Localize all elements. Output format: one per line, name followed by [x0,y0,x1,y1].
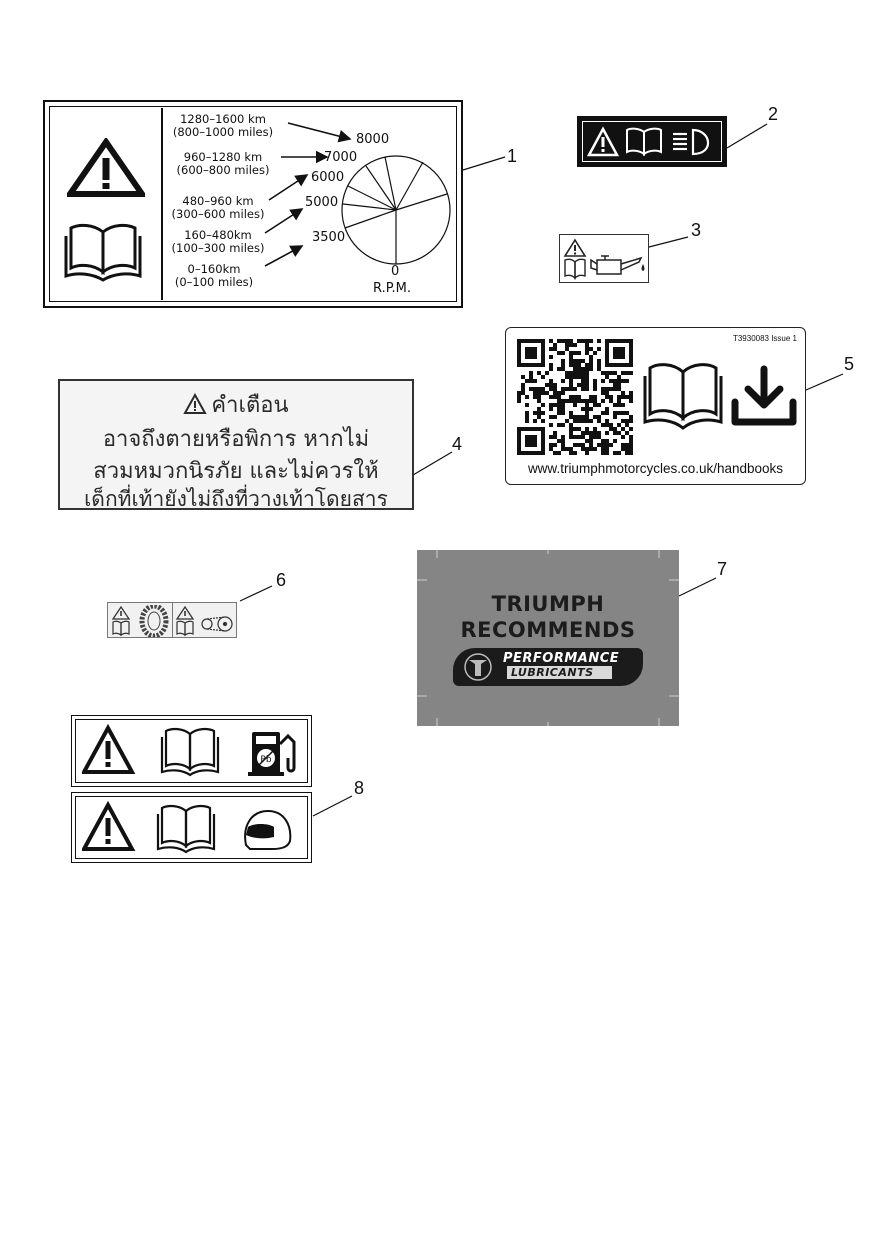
callout-7: 7 [717,559,728,579]
qr-code-icon [517,339,633,455]
label-fuel-icons: Pb [82,724,296,777]
leader-line-6 [239,585,273,602]
label-handbook-qr: T3930083 Issue 1 www.triumphmotorcycles.… [505,327,806,485]
thai-warning-line-3: เด็กที่เท้ายังไม่ถึงที่วางเท้าโดยสาร [84,487,388,511]
range-km: 1280–1600 km [180,112,266,126]
leader-line-8 [312,795,353,817]
warning-triangle-icon [82,801,136,851]
warning-triangle-icon [67,138,145,197]
callout-4: 4 [452,434,463,454]
helmet-icon [244,809,292,850]
range-960-1280: 960–1280 km (600–800 miles) [163,151,283,177]
rpm-3500: 3500 [312,230,346,245]
label-helmet-icons [82,801,292,854]
rpm-dial-diagram [264,122,451,267]
svg-text:Pb: Pb [260,755,271,765]
range-km: 480–960 km [182,194,254,208]
range-0-160: 0–160km (0–100 miles) [154,263,274,289]
callout-2: 2 [768,104,779,124]
callout-6: 6 [276,570,287,590]
range-miles: (800–1000 miles) [172,125,274,139]
label-helmet [71,792,312,863]
open-book-icon [156,804,216,854]
open-book-icon [112,620,194,637]
rpm-6000: 6000 [311,170,345,185]
triumph-logo-icon [464,653,492,681]
callout-1: 1 [507,146,518,166]
label-running-in-divider [161,108,163,300]
open-book-icon [626,127,662,157]
leader-line-5 [805,373,844,391]
leader-line-3 [648,236,689,248]
rpm-axis-label: R.P.M. [373,281,411,296]
label-helmet-inner-border [75,796,308,859]
label-fuel-inner-border [75,719,308,783]
warning-triangle-icon [183,392,208,414]
rpm-7000: 7000 [324,150,358,165]
performance-lubricants-badge: PERFORMANCE LUBRICANTS [453,648,643,686]
recommends-heading: RECOMMENDS [460,618,636,642]
open-book-icon [564,258,586,280]
range-km: 160–480km [184,228,252,242]
warning-triangle-icon [111,605,195,620]
label-part-code: T3930083 Issue 1 [732,334,797,343]
rpm-8000: 8000 [356,132,390,147]
range-miles: (100–300 miles) [171,241,265,255]
download-icon [731,365,797,426]
label-tyre-chain-separator [172,603,173,637]
label-triumph-recommends: TRIUMPH RECOMMENDS PERFORMANCE LUBRICANT… [417,550,679,726]
warning-triangle-icon [563,238,587,257]
chain-sprocket-icon [201,616,233,632]
open-book-icon [64,223,142,282]
open-book-icon [643,363,723,430]
callout-5: 5 [844,354,855,374]
warning-triangle-icon [82,724,136,774]
label-fuel: Pb [71,715,312,787]
leader-line-4 [412,451,453,476]
oil-can-icon [590,255,643,275]
callout-8: 8 [354,778,365,798]
label-tyre-chain [107,602,237,638]
label-thai-warning: คำเตือน อาจถึงตายหรือพิการ หากไม่ สวมหมว… [58,379,414,511]
thai-warning-line-2: สวมหมวกนิรภัย และไม่ควรให้ [93,459,379,484]
tyre-icon [139,605,169,637]
leader-line-2 [726,123,768,149]
headlight-icon [673,128,710,156]
warning-triangle-icon [587,126,620,157]
range-km: 960–1280 km [183,150,263,164]
thai-warning-title: คำเตือน [211,393,289,418]
label-running-in-inner-border [49,106,457,302]
leader-line-7 [678,577,717,597]
callout-3: 3 [691,220,702,240]
thai-warning-line-1: อาจถึงตายหรือพิการ หากไม่ [102,427,370,452]
open-book-icon [160,727,220,777]
label-tyre-chain-icons [111,605,233,637]
triumph-heading: TRIUMPH [491,592,605,616]
label-headlight-icons [587,126,710,157]
handbook-url: www.triumphmotorcycles.co.uk/handbooks [527,461,784,476]
crop-marks [417,550,679,726]
leader-line-1 [462,156,506,171]
range-km: 0–160km [187,262,241,276]
rpm-5000: 5000 [305,195,339,210]
label-oil [559,234,649,283]
range-miles: (0–100 miles) [174,275,254,289]
fuel-pump-no-lead-icon: Pb [248,732,296,776]
badge-lubricants: LUBRICANTS [507,666,612,679]
range-1280-1600: 1280–1600 km (800–1000 miles) [163,113,283,139]
rpm-0: 0 [391,264,400,279]
range-miles: (300–600 miles) [171,207,265,221]
range-480-960: 480–960 km (300–600 miles) [158,195,278,221]
range-miles: (600–800 miles) [176,163,270,177]
range-160-480: 160–480km (100–300 miles) [158,229,278,255]
label-headlight-inner-border [582,121,722,162]
label-running-in: 1280–1600 km (800–1000 miles) 960–1280 k… [43,100,463,308]
badge-performance: PERFORMANCE [503,651,620,666]
label-oil-icons [563,238,645,280]
thai-warning-heading: คำเตือน [60,387,412,422]
label-headlight [577,116,727,167]
